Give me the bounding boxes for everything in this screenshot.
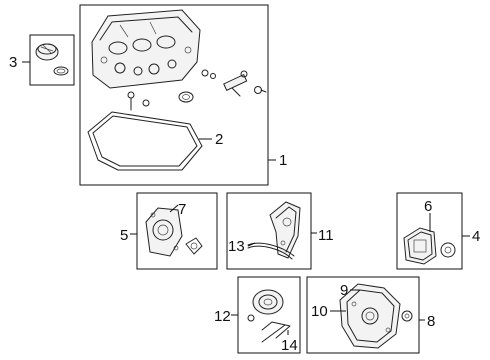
callout-10: 10 [311,303,328,320]
callout-1: 1 [279,152,287,169]
callout-11: 11 [318,227,334,244]
box-timing-cover-lower [306,276,420,354]
pcv-valve-part [201,69,267,97]
callout-14: 14 [281,337,298,354]
callout-13: 13 [228,238,245,255]
valve-cover-gasket-part: 2 [87,111,223,171]
timing-cover-upper-part [269,201,301,259]
box-oil-housing [396,192,463,270]
box-timing-cover-upper [226,192,312,270]
group-water-pump: 5 7 [120,192,218,270]
box-water-pump [136,192,218,270]
group-crank-seal: 12 14 [214,276,301,354]
group-timing-cover-upper: 11 13 [226,192,334,270]
oil-housing-part [403,227,456,265]
box-valve-cover [79,4,269,186]
group-timing-cover-lower: 8 9 10 [306,276,435,354]
callout-4: 4 [472,228,480,245]
valve-cover-part [91,9,201,89]
callout-5: 5 [120,227,128,244]
box-oil-filler-cap [29,34,75,86]
crank-seal-part [247,289,291,343]
callout-7: 7 [178,201,186,218]
timing-cover-lower-part [339,283,413,349]
group-oil-housing: 4 6 [396,192,480,270]
group-valve-cover: 1 [79,4,287,186]
callout-2: 2 [215,131,223,148]
callout-3: 3 [9,54,17,71]
callout-12: 12 [214,308,231,325]
callout-9: 9 [340,282,348,299]
callout-8: 8 [427,313,435,330]
callout-6: 6 [424,198,432,215]
oil-filler-cap-part [35,43,69,76]
bolt-washer-part [127,91,194,111]
group-oil-filler-cap: 3 [9,34,75,86]
water-pump-part [145,207,203,257]
